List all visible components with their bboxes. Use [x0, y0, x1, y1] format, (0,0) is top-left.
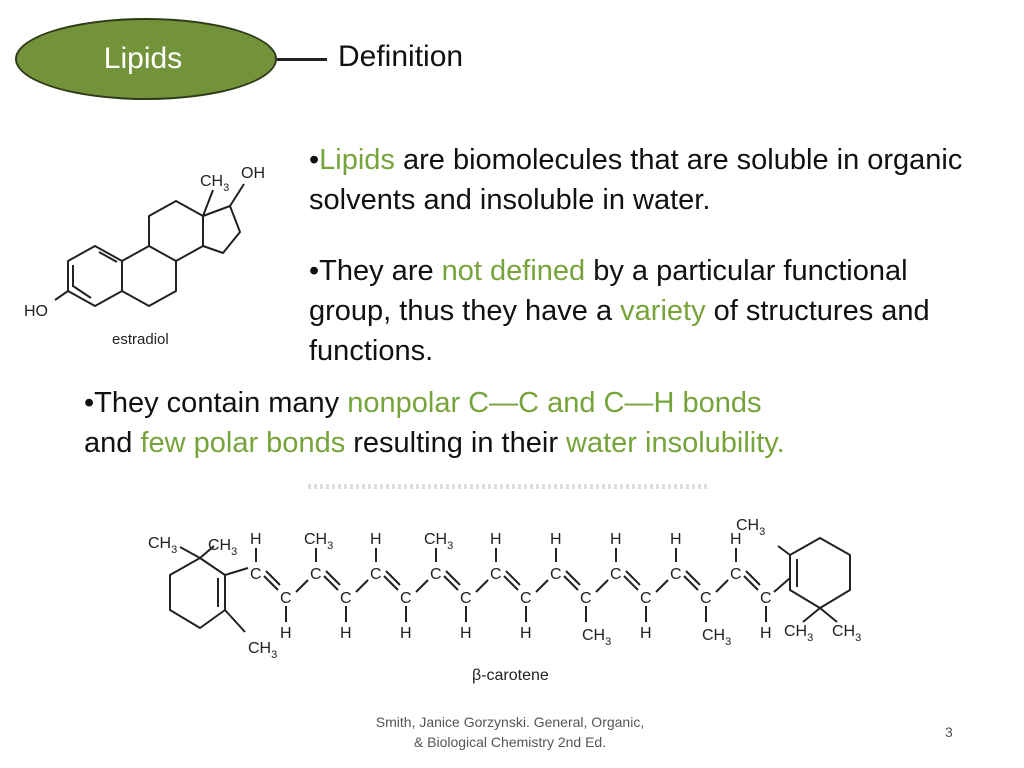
svg-text:H: H — [370, 531, 382, 548]
svg-text:H: H — [670, 531, 682, 548]
bullet-text: They contain many — [94, 387, 348, 419]
citation-line-1: Smith, Janice Gorzynski. General, Organi… — [375, 714, 645, 730]
bullet-text: They are — [319, 255, 442, 287]
estradiol-structure: CH3 OH HO estradiol — [24, 165, 265, 348]
svg-text:CH3: CH3 — [200, 173, 229, 194]
oh-label: OH — [241, 165, 265, 182]
svg-text:C: C — [670, 566, 682, 583]
subscript-3: 3 — [223, 182, 229, 194]
svg-text:C: C — [730, 566, 742, 583]
svg-text:H: H — [490, 531, 502, 548]
svg-text:C: C — [610, 566, 622, 583]
citation-line-2: & Biological Chemistry 2nd Ed. — [413, 734, 607, 750]
svg-text:H: H — [400, 625, 412, 642]
svg-text:CH3: CH3 — [304, 531, 333, 552]
svg-text:C: C — [760, 590, 772, 607]
highlight-lipids: Lipids — [319, 144, 395, 176]
bullet-text: resulting in their — [345, 427, 567, 459]
svg-text:H: H — [520, 625, 532, 642]
bullet-mark: • — [309, 255, 320, 287]
svg-text:H: H — [730, 531, 742, 548]
svg-text:C: C — [700, 590, 712, 607]
svg-text:CH3: CH3 — [702, 627, 731, 648]
highlight-nonpolar-bonds: nonpolar C—C and C—H bonds — [347, 387, 762, 419]
bullet-text: and — [84, 427, 141, 459]
svg-text:C: C — [430, 566, 442, 583]
ch3-label: CH — [200, 173, 223, 190]
svg-text:C: C — [490, 566, 502, 583]
svg-text:C: C — [250, 566, 262, 583]
svg-text:H: H — [610, 531, 622, 548]
svg-text:C: C — [310, 566, 322, 583]
svg-text:CH3: CH3 — [148, 535, 177, 556]
highlight-not-defined: not defined — [441, 255, 586, 287]
svg-text:C: C — [370, 566, 382, 583]
ho-label: HO — [24, 303, 48, 320]
highlight-variety: variety — [620, 295, 706, 327]
svg-text:C: C — [520, 590, 532, 607]
svg-text:H: H — [340, 625, 352, 642]
svg-text:CH3: CH3 — [424, 531, 453, 552]
svg-text:CH3: CH3 — [736, 517, 765, 538]
svg-text:CH3: CH3 — [832, 623, 861, 644]
svg-text:C: C — [460, 590, 472, 607]
svg-text:C: C — [550, 566, 562, 583]
title-pill: Lipids — [15, 18, 277, 100]
bullet-text: of structures and functions. — [309, 295, 930, 367]
svg-text:C: C — [280, 590, 292, 607]
svg-text:C: C — [340, 590, 352, 607]
svg-text:H: H — [460, 625, 472, 642]
bullet-text: are biomolecules that are soluble in org… — [309, 144, 963, 216]
svg-text:CH3: CH3 — [582, 627, 611, 648]
svg-text:C: C — [640, 590, 652, 607]
svg-text:H: H — [280, 625, 292, 642]
svg-text:H: H — [640, 625, 652, 642]
bullet-functional-group: •They are not defined by a particular fu… — [309, 251, 989, 371]
bullet-nonpolar-bonds: •They contain many nonpolar C—C and C—H … — [84, 383, 984, 463]
connector-line — [277, 58, 327, 61]
bullet-lipids-definition: •Lipids are biomolecules that are solubl… — [309, 140, 989, 220]
bullet-mark: • — [84, 387, 95, 419]
carotene-caption: β-carotene — [472, 667, 549, 684]
highlight-few-polar: few polar bonds — [140, 427, 346, 459]
bullet-text: by a particular functional group, thus t… — [309, 255, 908, 327]
svg-text:H: H — [250, 531, 262, 548]
bullet-mark: • — [309, 144, 320, 176]
svg-text:CH3: CH3 — [784, 623, 813, 644]
svg-text:H: H — [760, 625, 772, 642]
title-pill-label: Lipids — [103, 42, 183, 75]
svg-text:C: C — [400, 590, 412, 607]
svg-text:CH3: CH3 — [248, 640, 277, 661]
svg-text:C: C — [580, 590, 592, 607]
section-heading: Definition — [338, 40, 464, 73]
svg-text:H: H — [550, 531, 562, 548]
beta-carotene-structure: CH3 CH3 CH3 C C C C C C C C C C C C C C … — [148, 517, 861, 684]
citation: Smith, Janice Gorzynski. General, Organi… — [300, 712, 720, 752]
page-number: 3 — [945, 724, 953, 740]
highlight-water-insolubility: water insolubility. — [566, 427, 785, 459]
estradiol-caption: estradiol — [112, 331, 169, 348]
faint-source-strip — [308, 484, 708, 489]
svg-text:CH3: CH3 — [208, 537, 237, 558]
